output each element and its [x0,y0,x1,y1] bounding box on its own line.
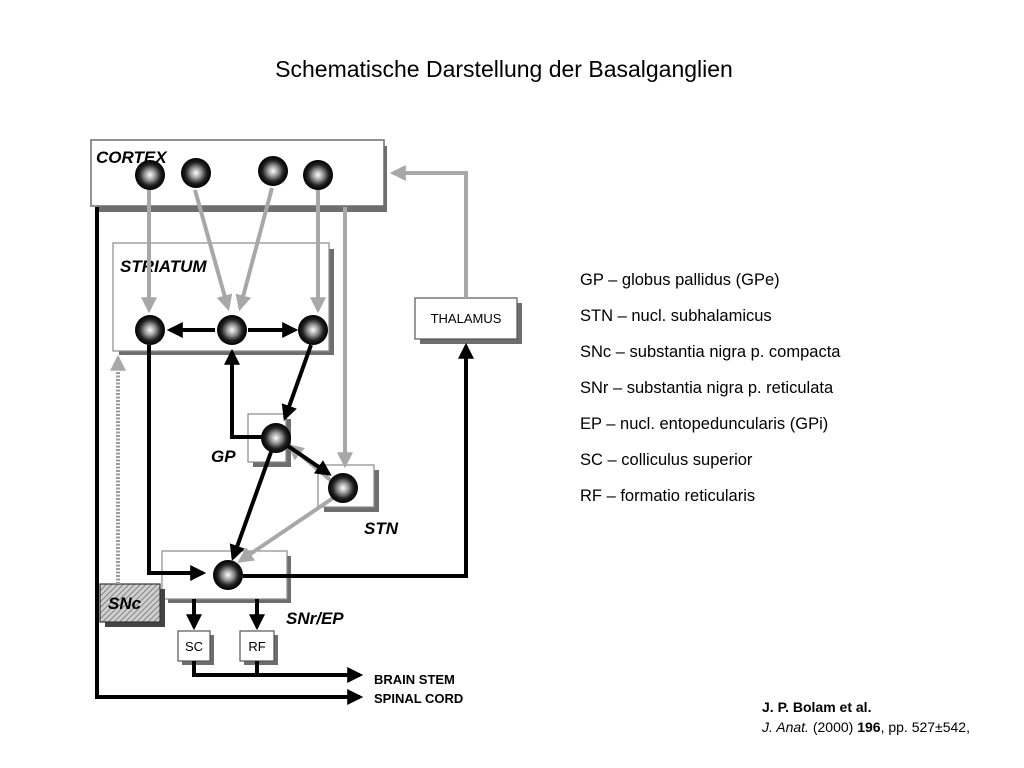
abbreviation-legend: GP – globus pallidus (GPe) STN – nucl. s… [580,262,840,514]
gp-to-stn-path [286,444,332,476]
cortex-box: CORTEX [90,139,387,212]
cortex-neuron-3 [258,156,288,186]
striatum-direct-to-snr-path [147,345,207,581]
citation: J. P. Bolam et al. J. Anat. (2000) 196, … [762,697,970,737]
sc-box: SC [177,630,214,665]
thalamus-label: THALAMUS [431,311,502,326]
sc-label: SC [185,639,203,654]
striatum-to-gp-path [281,344,313,422]
cortex-to-spinal-cord-path [95,207,364,705]
spinal-cord-label: SPINAL CORD [374,691,463,706]
legend-item-rf: RF – formatio reticularis [580,487,756,505]
legend-item-snc: SNc – substantia nigra p. compacta [580,343,841,361]
brain-stem-label: BRAIN STEM [374,672,455,687]
legend-item-gp: GP – globus pallidus (GPe) [580,271,780,289]
gp-neuron [261,423,291,453]
stn-label: STN [364,519,399,538]
gp-label: GP [211,447,236,466]
cortex-neuron-4 [303,160,333,190]
sc-rf-to-brain-stem-path [192,661,364,683]
cortex-to-striatum-path-3 [235,187,274,312]
cortex-neuron-2 [181,158,211,188]
legend-item-stn: STN – nucl. subhalamicus [580,307,772,325]
striatum-label: STRIATUM [120,257,207,276]
slide-title: Schematische Darstellung der Basalgangli… [275,56,733,82]
striatum-neuron-2 [217,315,247,345]
citation-volume: 196 [857,719,881,735]
legend-item-ep: EP – nucl. entopeduncularis (GPi) [580,415,829,433]
snc-box: SNc [99,583,165,627]
citation-reference: J. Anat. (2000) 196, pp. 527±542, [762,717,970,737]
citation-pages: , pp. 527±542, [880,719,970,735]
stn-neuron [328,473,358,503]
citation-journal: J. Anat. [762,719,809,735]
thalamus-to-cortex-path [389,165,468,298]
rf-label: RF [248,639,265,654]
rf-box: RF [239,630,278,665]
citation-authors: J. P. Bolam et al. [762,699,872,715]
thalamus-box: THALAMUS [414,297,522,344]
cortex-neuron-1 [135,160,165,190]
snr-ep-neuron [213,560,243,590]
striatum-indirect-to-gp-path [224,348,262,439]
legend-item-snr: SNr – substantia nigra p. reticulata [580,379,834,397]
striatum-neuron-3 [298,315,328,345]
citation-year: (2000) [812,719,854,735]
gp-to-snr-path [229,451,273,562]
snr-ep-label: SNr/EP [286,609,344,628]
striatum-neuron-1 [135,315,165,345]
black-pathways [95,207,474,705]
stn-to-snr-path [237,494,338,563]
cortex-to-striatum-path-2 [193,189,233,312]
snr-to-thalamus-path [243,342,474,578]
snc-label: SNc [108,594,142,613]
neurons [135,156,358,590]
excitatory-pathways [141,165,468,563]
legend-item-sc: SC – colliculus superior [580,451,753,469]
